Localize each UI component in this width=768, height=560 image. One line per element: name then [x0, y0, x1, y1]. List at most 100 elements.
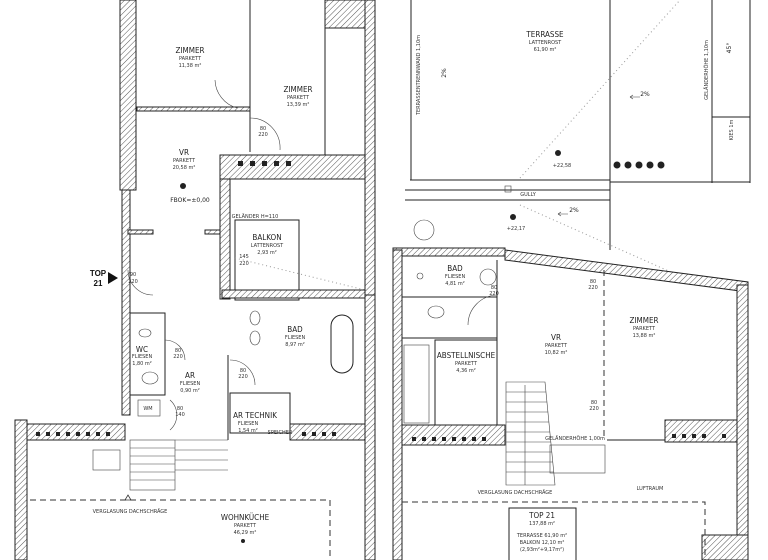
apartment-summary-box: TOP 21 137,88 m² TERRASSE 61,90 m² BALKO…: [508, 507, 577, 560]
summary-title: TOP 21: [528, 511, 555, 520]
svg-text:FLIESEN: FLIESEN: [238, 421, 259, 427]
summary-balkon-detail: (2,93m²+9,17m²): [520, 547, 564, 553]
room-label-abstellnische: ABSTELLNISCHE PARKETT 4,36 m²: [437, 351, 496, 374]
gravel-label: KIES 1m: [729, 120, 735, 141]
room-label-wohnkueche: WOHNKÜCHE PARKETT 46,29 m²: [221, 512, 270, 543]
svg-text:AR: AR: [185, 371, 195, 380]
svg-text:80: 80: [177, 406, 183, 412]
slanted-wall: [504, 249, 749, 293]
slope-label: 2%: [441, 68, 448, 78]
svg-text:220: 220: [489, 291, 499, 297]
svg-text:ZIMMER: ZIMMER: [629, 316, 658, 325]
svg-text:BALKON: BALKON: [252, 233, 281, 242]
chimney-block: [401, 424, 506, 446]
svg-text:4,36 m²: 4,36 m²: [456, 368, 476, 374]
top-label: TOP: [90, 269, 107, 278]
svg-text:TERRASSE: TERRASSE: [525, 30, 564, 39]
wall: [364, 0, 376, 296]
railing-height: GELÄNDERHÖHE 1,10m: [703, 40, 710, 100]
svg-text:BAD: BAD: [287, 325, 303, 334]
roof-angle: 45°: [726, 43, 733, 54]
svg-text:FLIESEN: FLIESEN: [132, 354, 153, 360]
wall: [127, 229, 154, 235]
svg-text:PARKETT: PARKETT: [633, 326, 656, 332]
door-swing: [214, 79, 238, 109]
downpipe-icons: [613, 161, 665, 169]
svg-text:80: 80: [491, 285, 497, 291]
svg-text:61,90 m²: 61,90 m²: [534, 47, 557, 53]
wall: [121, 189, 131, 416]
svg-text:80: 80: [591, 400, 597, 406]
room-label-vr: VR PARKETT 10,82 m²: [545, 333, 568, 356]
svg-text:220: 220: [589, 406, 599, 412]
svg-text:8,97 m²: 8,97 m²: [285, 342, 305, 348]
svg-text:FLIESEN: FLIESEN: [445, 274, 466, 280]
staircase: [505, 381, 606, 486]
wall: [392, 249, 403, 560]
svg-text:13,39 m²: 13,39 m²: [287, 102, 310, 108]
room-label-zimmer: ZIMMER PARKETT 13,88 m²: [629, 316, 658, 339]
svg-text:PARKETT: PARKETT: [455, 361, 478, 367]
svg-text:WC: WC: [136, 345, 148, 354]
svg-text:FLIESEN: FLIESEN: [180, 381, 201, 387]
svg-text:4,81 m²: 4,81 m²: [445, 281, 465, 287]
room-label-terrasse: TERRASSE LATTENROST 61,90 m²: [525, 30, 564, 53]
svg-text:90: 90: [130, 272, 136, 278]
svg-text:80: 80: [240, 368, 246, 374]
top-number: 21: [94, 279, 103, 288]
svg-text:WOHNKÜCHE: WOHNKÜCHE: [221, 512, 270, 522]
svg-text:220: 220: [128, 279, 138, 285]
room-label-wc: WC FLIESEN 1,80 m²: [132, 345, 153, 367]
wall: [204, 229, 221, 235]
room-label-zimmer-1: ZIMMER PARKETT 11,38 m²: [175, 46, 204, 69]
svg-text:220: 220: [239, 261, 249, 267]
svg-text:10,82 m²: 10,82 m²: [545, 350, 568, 356]
wall: [221, 289, 366, 299]
room-label-zimmer-2: ZIMMER PARKETT 13,39 m²: [283, 85, 312, 108]
void-label: LUFTRAUM: [637, 486, 664, 492]
svg-text:ZIMMER: ZIMMER: [283, 85, 312, 94]
svg-text:ABSTELLNISCHE: ABSTELLNISCHE: [437, 351, 496, 360]
summary-terrasse: TERRASSE 61,90 m²: [516, 533, 567, 539]
svg-text:80: 80: [590, 279, 596, 285]
svg-text:PARKETT: PARKETT: [287, 95, 310, 101]
wall: [392, 247, 506, 257]
svg-text:PARKETT: PARKETT: [179, 56, 202, 62]
svg-text:13,88 m²: 13,88 m²: [633, 333, 656, 339]
chimney-block: [664, 419, 738, 443]
svg-text:LATTENROST: LATTENROST: [529, 40, 562, 46]
svg-text:PARKETT: PARKETT: [234, 523, 257, 529]
svg-text:VR: VR: [551, 333, 561, 342]
svg-text:LATTENROST: LATTENROST: [251, 243, 284, 249]
right-floor-plan: TERRASSENTRENNWAND 1,10m TERRASSE LATTEN…: [392, 0, 751, 560]
svg-text:20,58 m²: 20,58 m²: [173, 165, 196, 171]
left-floor-plan: TOP 21 ZIMMER PARKETT 11,38 m² ZIMMER PA…: [14, 0, 376, 560]
partition-wall-label: TERRASSENTRENNWAND 1,10m: [416, 35, 422, 116]
room-label-bad: BAD FLIESEN 4,81 m²: [445, 264, 466, 287]
wall: [324, 0, 366, 29]
railing-height: GELÄNDER H=110: [232, 213, 279, 220]
svg-text:ZIMMER: ZIMMER: [175, 46, 204, 55]
entrance-arrow-icon: [108, 272, 118, 284]
svg-text:PARKETT: PARKETT: [545, 343, 568, 349]
svg-text:80: 80: [175, 348, 181, 354]
wall: [119, 0, 137, 191]
gully-drain-icon: [504, 185, 512, 193]
wall: [136, 106, 251, 112]
wm-label: WM: [143, 406, 152, 412]
room-label-balkon: BALKON LATTENROST 2,93 m²: [251, 233, 284, 256]
slope-label: 2%: [569, 207, 579, 214]
svg-text:140: 140: [175, 412, 185, 418]
wall: [219, 178, 231, 300]
chimney-block: [219, 154, 366, 180]
svg-text:46,29 m²: 46,29 m²: [234, 530, 257, 536]
svg-text:2,93 m²: 2,93 m²: [257, 250, 277, 256]
room-label-vr: VR PARKETT 20,58 m² FBOK=±0,00: [170, 148, 210, 204]
svg-text:220: 220: [258, 132, 268, 138]
svg-text:220: 220: [173, 354, 183, 360]
wall: [736, 284, 749, 551]
level-label: +22,58: [553, 163, 572, 169]
level-label: +22,17: [507, 226, 526, 232]
stair-railing-label: GELÄNDERHÖHE 1,00m: [545, 435, 605, 442]
